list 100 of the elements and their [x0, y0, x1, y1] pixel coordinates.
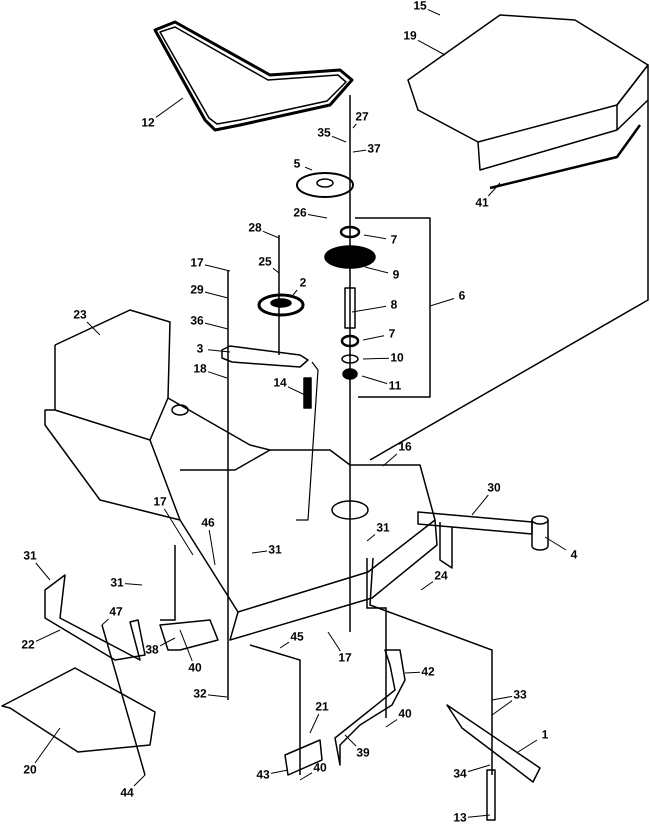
leader-line	[364, 234, 386, 240]
leader-line	[362, 335, 384, 340]
callout-number: 3	[196, 342, 204, 356]
callout-number: 18	[193, 362, 207, 376]
leader-line	[208, 349, 230, 352]
callout-number: 17	[153, 496, 167, 508]
leader-line	[164, 508, 194, 556]
leader-line	[180, 630, 193, 662]
callout-number: 4	[570, 548, 578, 562]
leader-line	[35, 562, 50, 580]
callout-number: 47	[109, 606, 123, 618]
leader-line	[36, 630, 60, 642]
callout-number: 44	[120, 786, 134, 800]
callout-number: 25	[258, 256, 272, 268]
leader-line	[204, 264, 230, 272]
leader-line	[262, 230, 280, 238]
callout-number: 32	[193, 688, 207, 700]
leader-line	[208, 530, 216, 566]
leader-line	[352, 124, 357, 128]
callout-number: 28	[248, 222, 262, 234]
leader-line	[472, 494, 489, 516]
callout-number: 14	[273, 376, 287, 390]
leader-line	[404, 672, 420, 674]
callout-number: 24	[434, 570, 448, 582]
leader-line	[102, 618, 109, 626]
leader-line	[124, 583, 142, 586]
callout-number: 29	[190, 284, 204, 296]
callout-number: 6	[458, 290, 466, 302]
callout-number: 33	[513, 688, 527, 702]
leader-line	[420, 581, 434, 590]
callout-number: 39	[356, 746, 370, 760]
callout-number: 5	[294, 158, 300, 170]
leader-line	[292, 290, 298, 296]
callout-number: 1	[542, 728, 548, 742]
callout-number: 40	[398, 708, 412, 720]
callout-number: 17	[190, 256, 204, 270]
callout-number: 38	[145, 644, 159, 656]
leader-line	[34, 728, 60, 764]
callout-number: 19	[403, 30, 417, 42]
leader-line	[208, 371, 228, 378]
callout-number: 13	[453, 812, 467, 824]
leader-line	[418, 40, 446, 56]
leader-line	[382, 453, 398, 466]
leader-line	[252, 550, 268, 554]
leader-line	[300, 772, 312, 780]
callout-number: 23	[73, 308, 87, 322]
leader-line	[364, 266, 388, 274]
callout-number: 34	[453, 768, 467, 780]
callout-number: 40	[313, 762, 327, 774]
leader-line	[208, 694, 228, 698]
leader-line	[160, 638, 176, 646]
leader-line	[204, 322, 228, 330]
callout-number: 42	[421, 666, 435, 678]
callout-number: 7	[390, 234, 398, 246]
leader-line	[492, 696, 512, 700]
callout-number: 31	[110, 576, 124, 590]
callout-number: 16	[398, 440, 412, 454]
leader-line	[488, 182, 500, 196]
leader-line	[308, 214, 328, 218]
callout-number: 21	[315, 700, 329, 714]
callout-number: 7	[388, 328, 396, 340]
callout-number: 30	[487, 482, 501, 494]
callout-number: 15	[413, 0, 427, 12]
leader-line	[492, 700, 512, 716]
leader-line	[362, 358, 390, 360]
leader-line	[156, 98, 184, 118]
leader-line	[134, 774, 146, 786]
callout-number: 12	[141, 116, 155, 130]
leader-line	[430, 298, 454, 306]
leader-line	[86, 322, 100, 336]
callout-number: 31	[376, 522, 390, 534]
leader-line	[270, 770, 288, 774]
callout-number: 45	[290, 630, 304, 644]
callout-number: 22	[21, 638, 35, 652]
callout-number: 36	[190, 314, 204, 328]
leader-line	[288, 386, 306, 396]
callout-number: 40	[188, 662, 202, 674]
leader-line	[332, 136, 346, 142]
leader-line	[280, 642, 290, 648]
leader-line	[468, 814, 490, 818]
leader-line	[328, 632, 341, 652]
callout-number: 31	[23, 550, 37, 562]
callout-number: 20	[23, 764, 37, 776]
callout-number: 43	[256, 768, 270, 782]
callout-number: 37	[367, 142, 381, 156]
callout-number: 11	[388, 380, 402, 392]
leader-line	[304, 166, 312, 170]
callout-number: 17	[338, 652, 352, 664]
callout-number: 27	[355, 110, 369, 124]
callout-number: 31	[268, 544, 282, 556]
callout-number: 35	[317, 126, 331, 140]
callout-number: 9	[392, 268, 400, 282]
leader-line	[352, 150, 366, 152]
callout-number: 26	[293, 206, 307, 220]
callout-number: 10	[390, 352, 404, 364]
callout-number: 2	[300, 276, 306, 290]
leader-line	[468, 764, 490, 772]
leader-line	[386, 719, 398, 728]
leader-line	[362, 376, 388, 384]
leader-line	[344, 734, 356, 746]
